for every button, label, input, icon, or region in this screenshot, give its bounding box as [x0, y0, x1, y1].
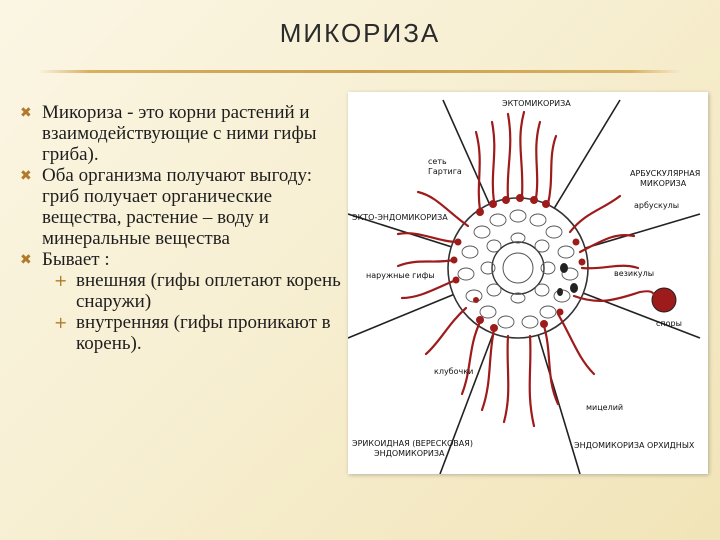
- label-ectomycorrhiza: ЭКТОМИКОРИЗА: [502, 99, 571, 108]
- plus-icon: +: [54, 313, 68, 332]
- hyphae: [396, 110, 642, 428]
- label-spores: споры: [656, 319, 682, 328]
- sub-bullet-item: + внутренняя (гифы проникают в корень).: [20, 312, 342, 354]
- diagram-canvas: ЭКТОМИКОРИЗА сеть Гартига АРБУСКУЛЯРНАЯ …: [348, 99, 701, 474]
- label-outer-hyphae: наружные гифы: [366, 271, 435, 280]
- mycorrhiza-diagram: ЭКТОМИКОРИЗА сеть Гартига АРБУСКУЛЯРНАЯ …: [348, 92, 708, 474]
- sub-bullet-text: внешняя (гифы оплетают корень снаружи): [76, 270, 341, 312]
- bullet-item: ✖ Оба организма получают выгоду: гриб по…: [20, 165, 342, 249]
- label-vesicles: везикулы: [614, 269, 654, 278]
- bullet-item: ✖ Бывает :: [20, 249, 342, 270]
- label-coils: клубочки: [434, 367, 473, 376]
- label-hartig-net: Гартига: [428, 167, 462, 176]
- slide-title: МИКОРИЗА: [279, 18, 441, 48]
- label-arbuscular: МИКОРИЗА: [640, 179, 687, 188]
- spore-shape: [651, 287, 677, 313]
- title-divider: [38, 70, 682, 73]
- x-mark-icon: ✖: [20, 168, 32, 184]
- sub-bullet-text: внутренняя (гифы проникают в корень).: [76, 312, 331, 354]
- bullet-text: Бывает :: [42, 249, 110, 270]
- bullet-item: ✖ Микориза - это корни растений и взаимо…: [20, 102, 342, 165]
- label-arbuscules: арбускулы: [634, 201, 679, 210]
- bullet-list: ✖ Микориза - это корни растений и взаимо…: [20, 102, 342, 354]
- label-ecto-endo: ЭКТО-ЭНДОМИКОРИЗА: [352, 213, 448, 222]
- bullet-text: Микориза - это корни растений и взаимоде…: [42, 102, 317, 165]
- label-ericoid: ЭРИКОИДНАЯ (ВЕРЕСКОВАЯ): [352, 439, 473, 448]
- x-mark-icon: ✖: [20, 105, 32, 121]
- label-hartig-net: сеть: [428, 157, 447, 166]
- bullet-text: Оба организма получают выгоду: гриб полу…: [42, 165, 313, 249]
- label-orchid: ЭНДОМИКОРИЗА ОРХИДНЫХ: [574, 441, 695, 450]
- plus-icon: +: [54, 271, 68, 290]
- sub-bullet-item: + внешняя (гифы оплетают корень снаружи): [20, 270, 342, 312]
- label-arbuscular: АРБУСКУЛЯРНАЯ: [630, 169, 700, 178]
- x-mark-icon: ✖: [20, 252, 32, 268]
- label-ericoid: ЭНДОМИКОРИЗА: [374, 449, 445, 458]
- label-mycelium: мицелий: [586, 403, 623, 412]
- root-cross-section: [447, 194, 589, 339]
